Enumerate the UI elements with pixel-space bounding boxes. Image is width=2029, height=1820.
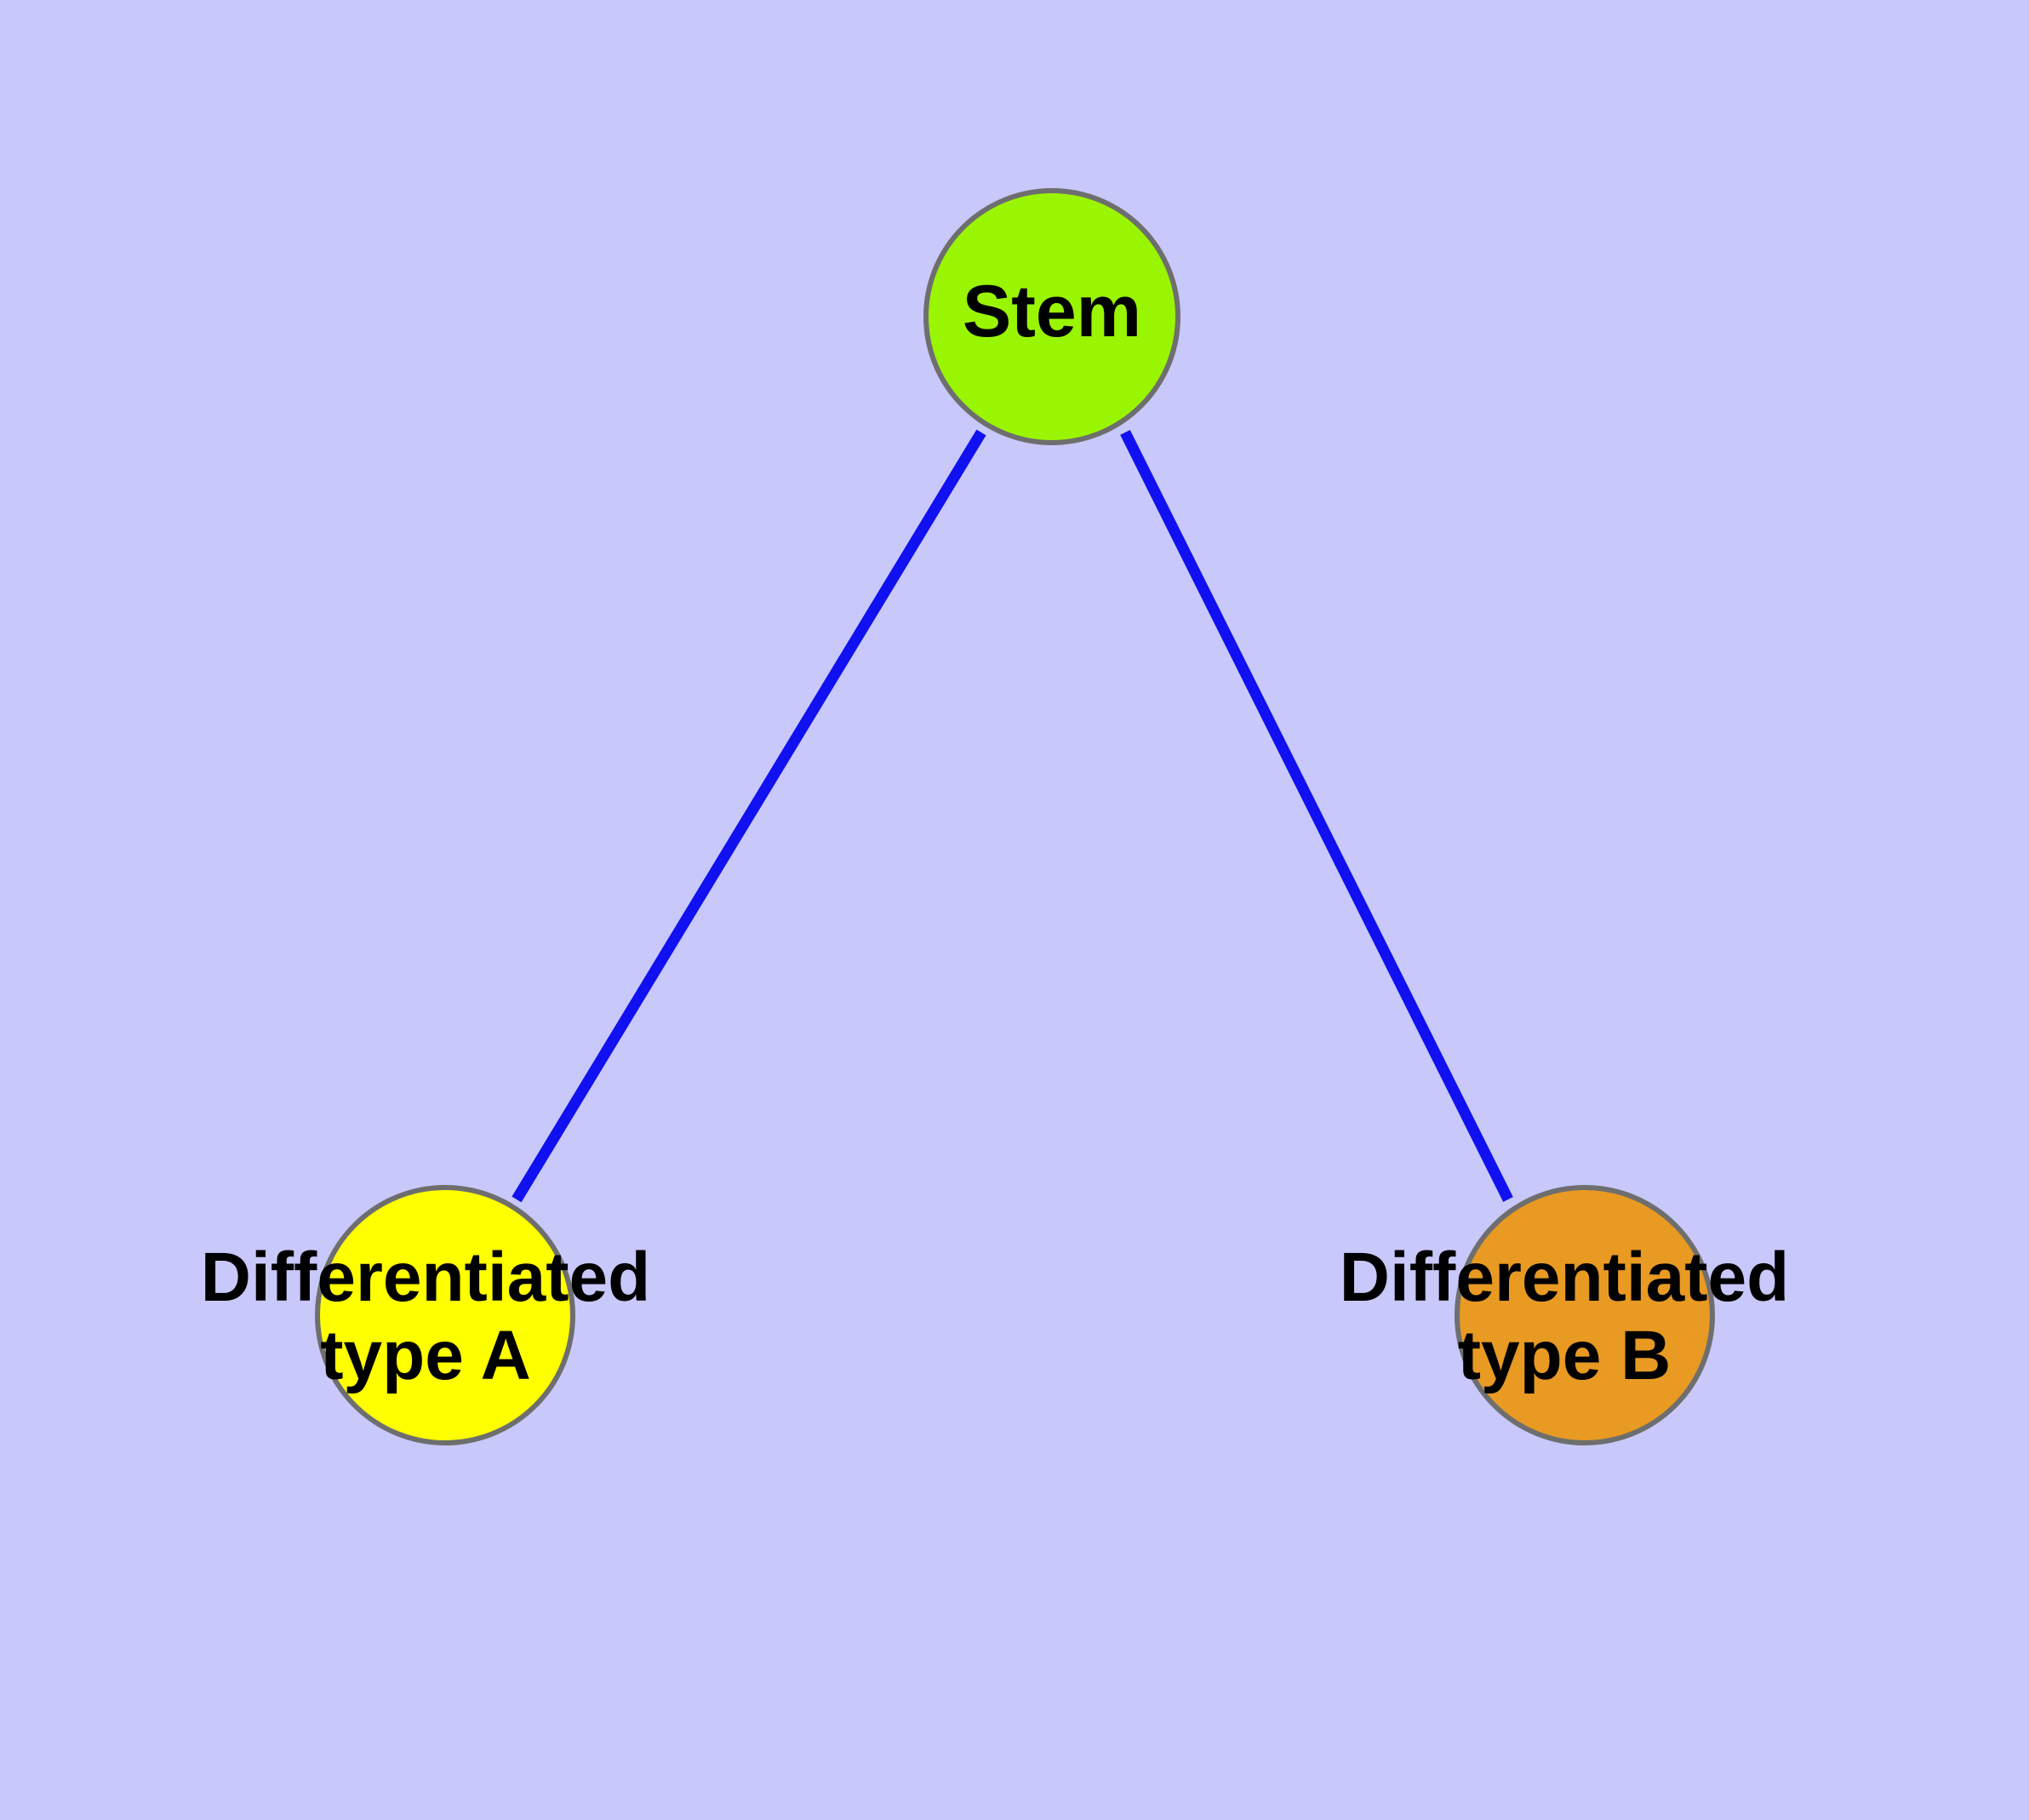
node-circle-diff_b[interactable] (1455, 1185, 1715, 1445)
edge-stem-diff-b[interactable] (1120, 430, 1513, 1202)
node-circle-diff_a[interactable] (315, 1185, 575, 1445)
node-label-line: Stem (963, 271, 1141, 352)
node-label-line: Differentiated (1340, 1239, 1790, 1316)
nodes-layer (315, 188, 1715, 1445)
node-label-line: type A (320, 1317, 531, 1394)
node-label-stem: Stem (963, 271, 1141, 352)
edge-stem-diff-a[interactable] (512, 429, 986, 1203)
node-label-line: Differentiated (201, 1239, 651, 1316)
node-label-line: type B (1458, 1317, 1672, 1394)
node-circle-stem[interactable] (923, 188, 1180, 445)
edges-layer (512, 429, 1513, 1203)
